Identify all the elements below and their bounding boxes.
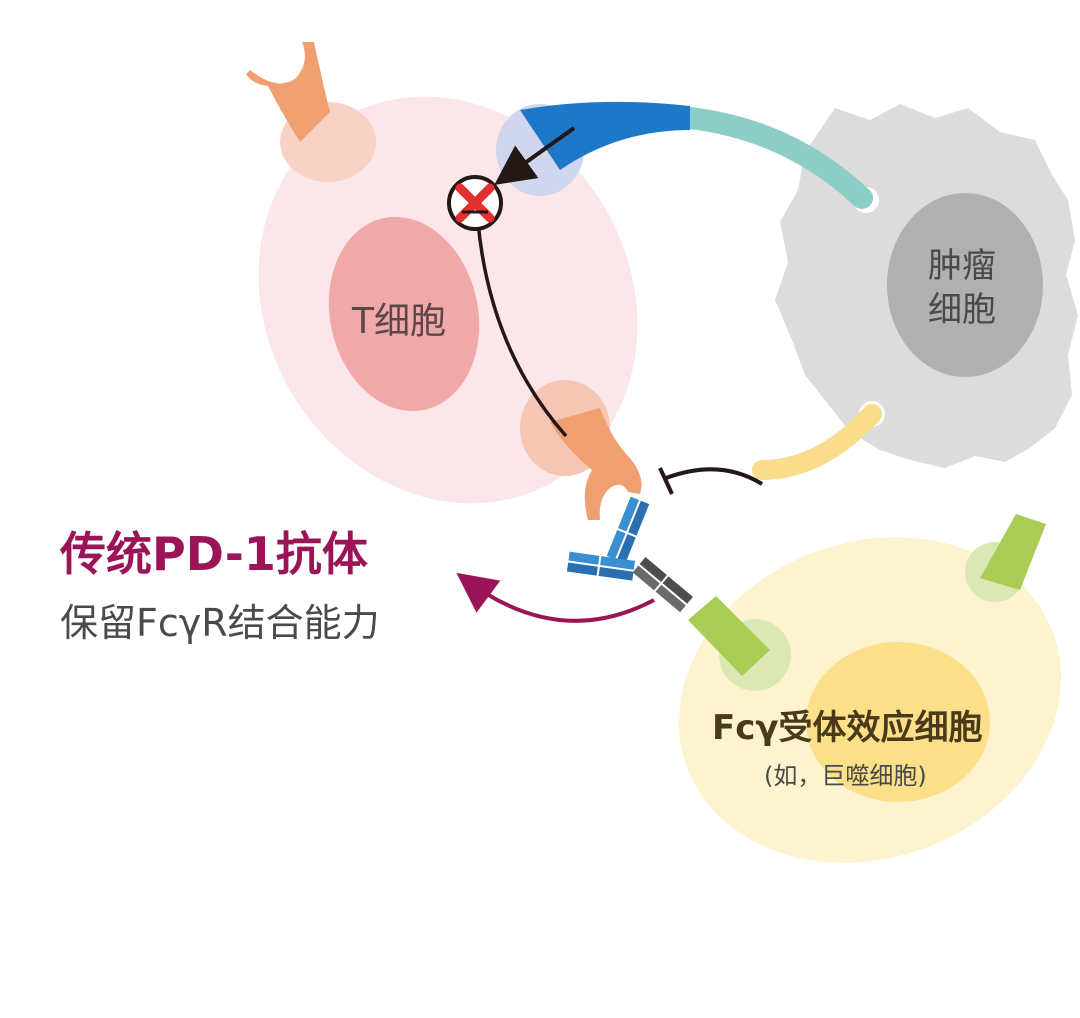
tumor-cell-label: 肿瘤 细胞 xyxy=(928,244,996,332)
tumor-nucleus xyxy=(887,193,1043,377)
effector-cell-subtitle: (如，巨噬细胞) xyxy=(764,762,927,790)
pdl1-ligand xyxy=(752,404,882,480)
tumor-label-line1: 肿瘤 xyxy=(928,246,996,286)
signal-arrow xyxy=(494,126,576,185)
pd1-receptor-shape xyxy=(550,408,642,520)
antibody-title: 传统PD-1抗体 xyxy=(60,527,368,581)
t-cell-label: T细胞 xyxy=(352,301,446,342)
effector-nucleus xyxy=(806,642,990,802)
blocked-signal-icon xyxy=(447,175,503,231)
curved-arrow-icon xyxy=(456,572,655,623)
antibody-arm-upper xyxy=(606,496,650,564)
tcr-receptor-top xyxy=(246,42,376,182)
fc-gamma-receptor-2 xyxy=(965,514,1046,602)
fc-gamma-receptor xyxy=(688,596,791,691)
fcr2-receptor-shape xyxy=(980,514,1046,590)
tcr-receptor-shape xyxy=(246,42,330,142)
ligand-teal-stalk xyxy=(679,107,873,209)
pd1-signal-line xyxy=(476,221,568,438)
tumor-label-line2: 细胞 xyxy=(928,290,996,330)
pd1-antibody xyxy=(566,496,693,613)
effector-cell-title: Fcγ受体效应细胞 xyxy=(712,708,983,748)
antibody-arm-left xyxy=(566,551,636,581)
antibody-fc-stem xyxy=(632,557,693,613)
ligand-blue-head xyxy=(520,101,690,170)
fcr-receptor-shape xyxy=(688,596,770,676)
antibody-subtitle: 保留FcγR结合能力 xyxy=(60,601,380,645)
t-cell-nucleus xyxy=(328,216,480,412)
effector-cell xyxy=(678,537,1062,863)
inhibition-arrow-icon xyxy=(658,467,764,495)
